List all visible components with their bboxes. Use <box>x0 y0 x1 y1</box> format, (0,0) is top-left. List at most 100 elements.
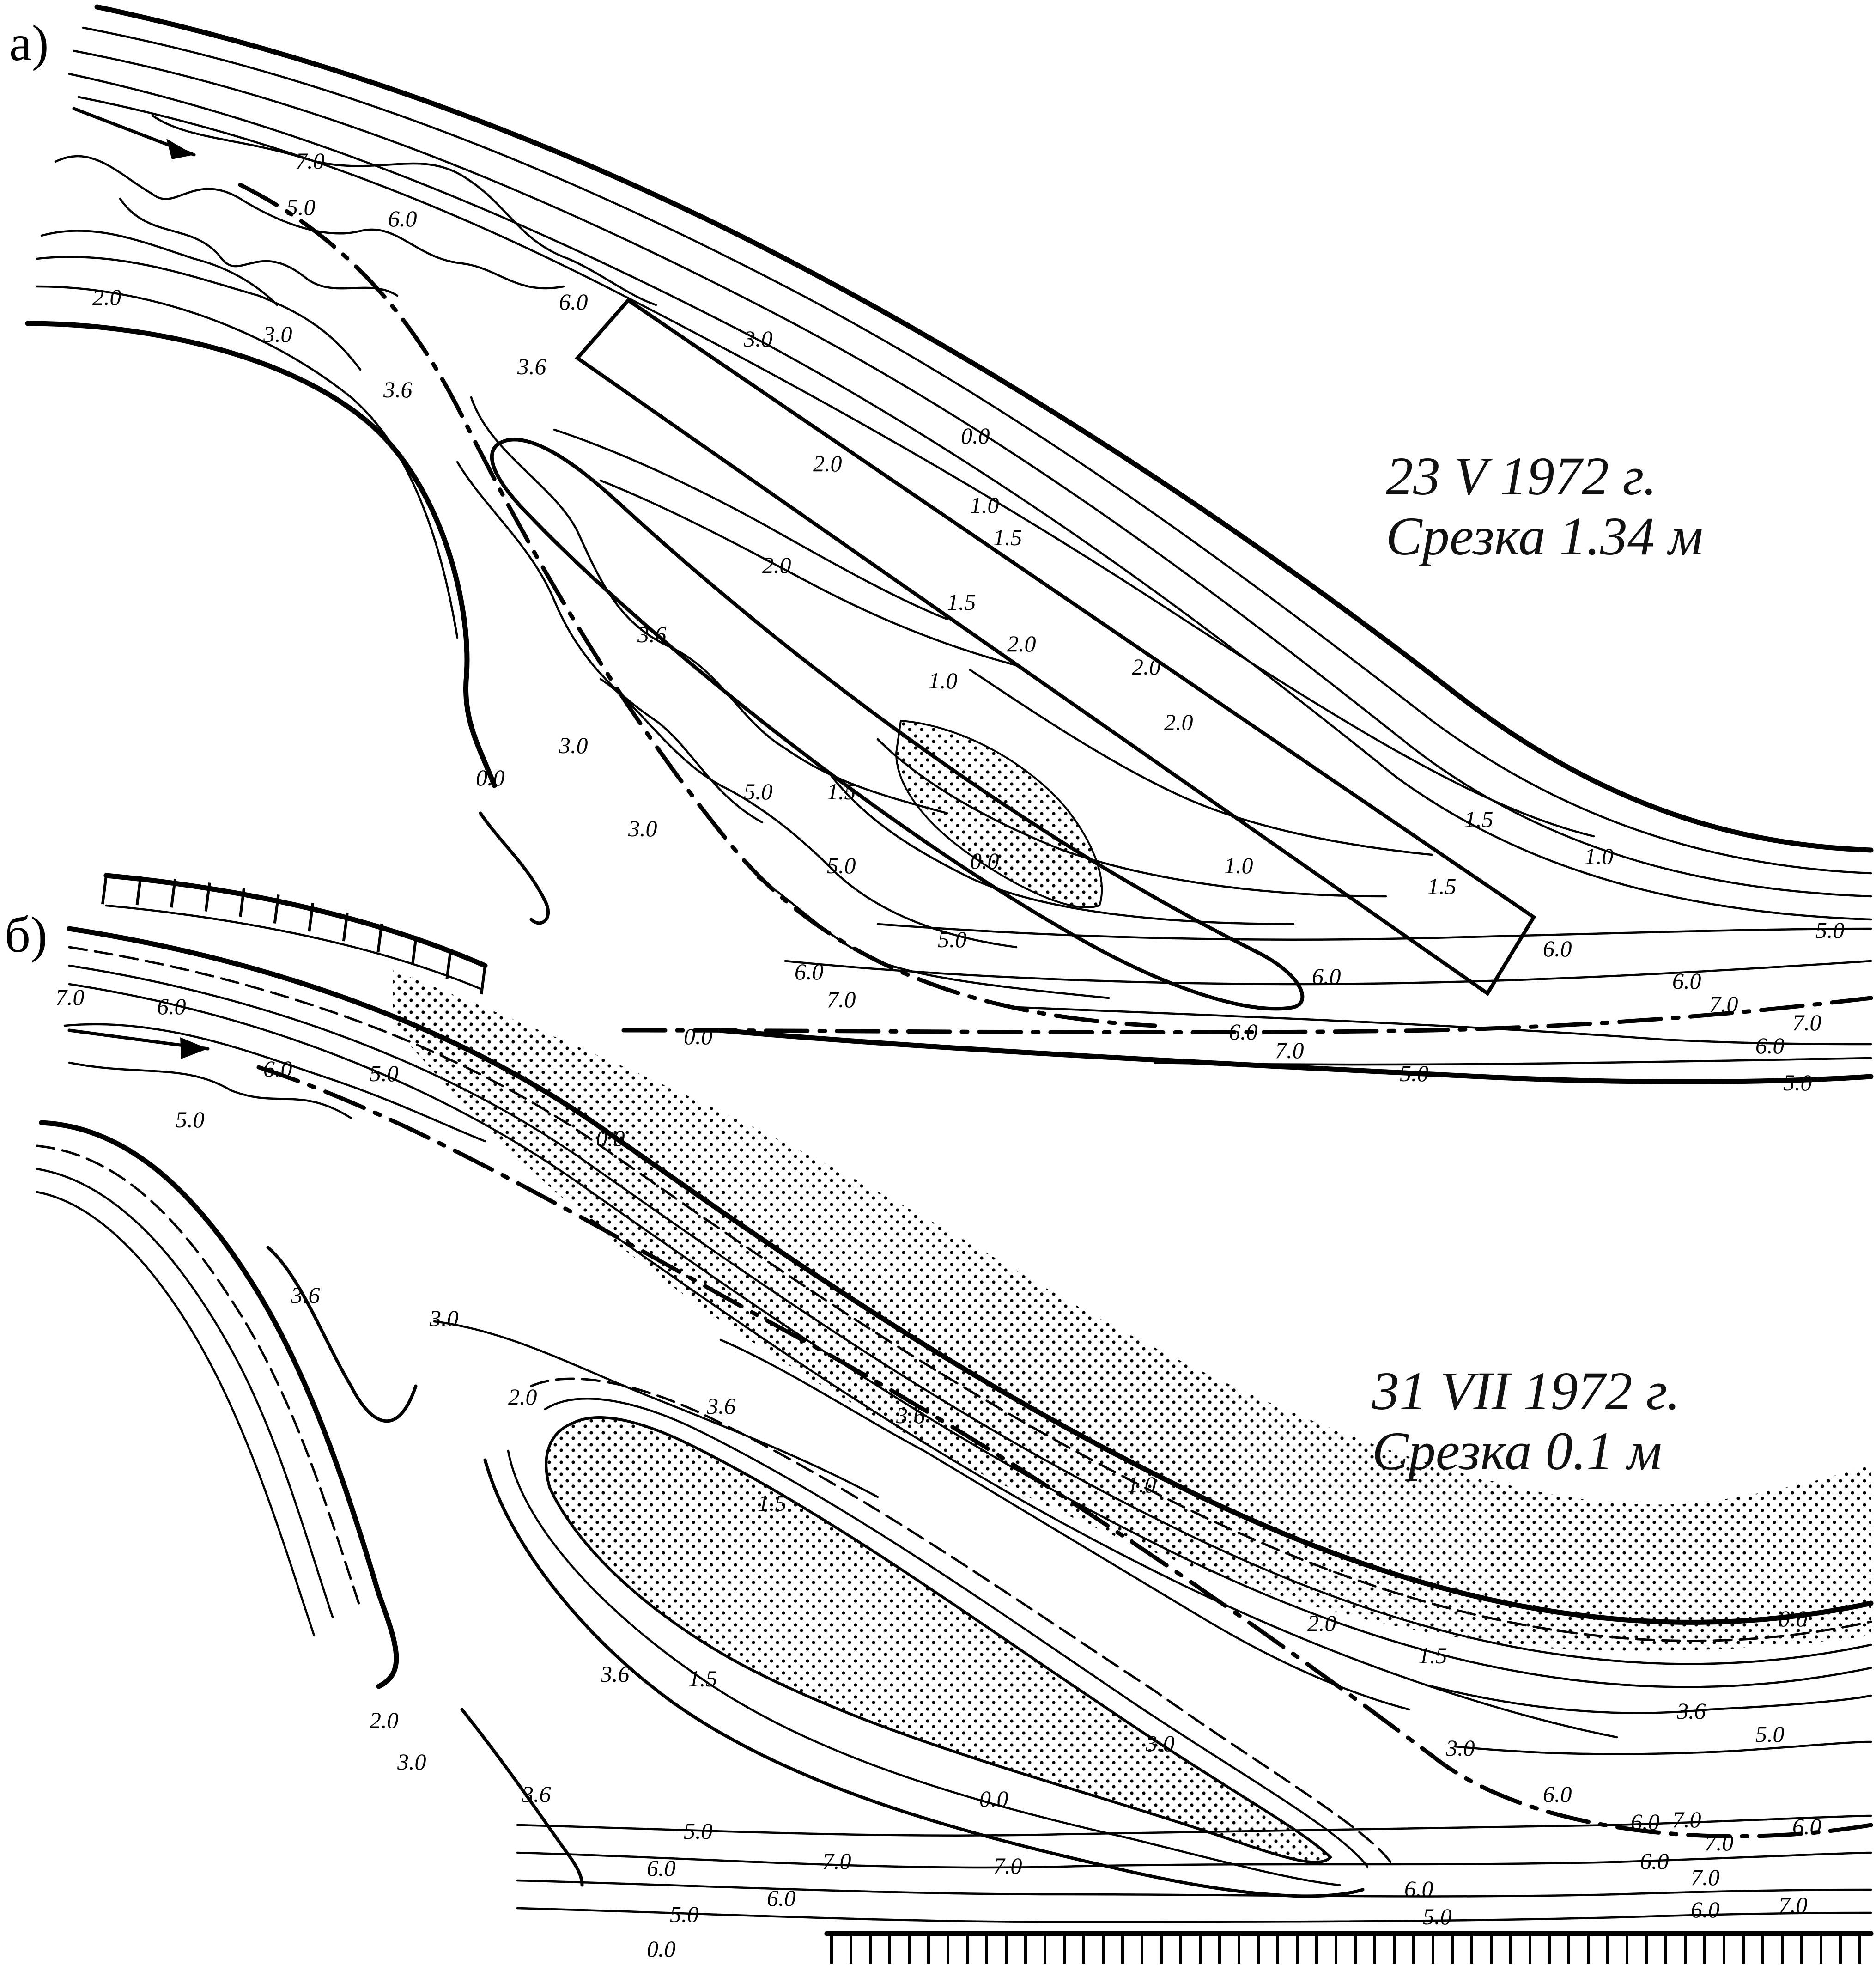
depth-label: 2.0 <box>813 450 842 476</box>
panel-a-contour <box>36 285 459 639</box>
revetment-tick <box>376 923 383 953</box>
panel-a: а) 23 V 1972 г. Срезка 1.34 м <box>9 4 1874 1095</box>
panel-b-contour <box>507 1449 1341 1886</box>
revetment-tick <box>273 894 280 924</box>
depth-label: 3.6 <box>600 1661 630 1687</box>
panel-b-left-bank <box>39 1120 399 1689</box>
depth-label: 5.0 <box>670 1901 699 1927</box>
depth-label: 1.5 <box>1427 873 1457 899</box>
revetment-tick <box>135 876 142 906</box>
depth-label: 3.0 <box>1145 1730 1175 1756</box>
panel-a-contour <box>54 155 565 290</box>
revetment-tick <box>480 965 486 995</box>
panel-b-contour-dashed <box>68 946 1872 1642</box>
depth-label: 1.5 <box>1464 806 1494 832</box>
depth-label: 3.6 <box>896 1402 925 1428</box>
panel-b-contour <box>1431 1685 1872 1714</box>
depth-label: 6.0 <box>263 1056 292 1082</box>
depth-label: 6.0 <box>1672 968 1701 994</box>
depth-label: 7.0 <box>1709 991 1738 1017</box>
panel-b-contour <box>68 964 1872 1665</box>
depth-label: 1.5 <box>1418 1643 1447 1668</box>
panel-a-crosshatched-structure <box>490 438 1305 1011</box>
depth-label: 5.0 <box>1815 917 1845 943</box>
panel-b-contour <box>590 1218 1618 1739</box>
panel-b-channel-axis <box>256 1065 1873 1839</box>
depth-label: 6.0 <box>388 206 417 231</box>
depth-label: 1.5 <box>827 779 856 804</box>
depth-label: 6.0 <box>1543 1781 1572 1807</box>
depth-label: 2.0 <box>1007 631 1036 657</box>
panel-a-channel-axis <box>238 183 1157 1028</box>
panel-a-contour <box>36 256 362 371</box>
depth-label: 3.0 <box>628 815 657 841</box>
depth-label: 0.0 <box>1779 1606 1808 1631</box>
depth-label: 6.0 <box>157 993 186 1019</box>
depth-label: 5.0 <box>286 194 316 220</box>
panel-a-contour <box>876 923 1872 941</box>
depth-label: 0.0 <box>647 1936 676 1962</box>
panel-b-flow-arrowhead <box>180 1037 208 1059</box>
depth-label: 1.0 <box>1224 852 1253 878</box>
depth-label: 5.0 <box>1400 1060 1429 1086</box>
depth-label: 5.0 <box>370 1060 399 1086</box>
depth-label: 7.0 <box>1705 1830 1734 1855</box>
panel-a-hatched-structure <box>575 298 1536 996</box>
depth-label: 3.6 <box>517 353 546 379</box>
panel-a-contour <box>599 678 1018 949</box>
panel-b-right-bank <box>67 926 1874 1625</box>
panel-b-contour <box>516 1907 1872 1923</box>
depth-label: 0.0 <box>476 765 505 791</box>
panel-a-contour <box>119 197 399 297</box>
depth-label: 3.6 <box>1676 1698 1706 1724</box>
depth-label: 3.0 <box>559 732 588 758</box>
panel-b-contour <box>68 983 1872 1688</box>
panel-a-contour <box>969 669 1433 856</box>
panel-a-contour-0 <box>479 811 550 925</box>
depth-label: 2.0 <box>762 552 791 578</box>
depth-label: 0.0 <box>684 1023 713 1049</box>
panel-b-contour <box>433 1320 879 1498</box>
depth-label: 2.0 <box>1132 654 1161 680</box>
depth-label: 5.0 <box>1423 1904 1452 1929</box>
depth-label: 3.6 <box>383 377 413 402</box>
depth-label: 5.0 <box>684 1818 713 1844</box>
revetment-tick <box>342 912 349 942</box>
panel-a-contour <box>82 26 1872 875</box>
depth-label: 3.6 <box>522 1781 551 1807</box>
depth-label: 7.0 <box>1672 1807 1701 1832</box>
depth-label: 1.0 <box>1585 843 1614 869</box>
depth-label: 6.0 <box>1543 936 1572 961</box>
panel-b-contour-36 <box>266 1246 418 1423</box>
depth-label: 3.0 <box>263 321 292 347</box>
depth-label: 5.0 <box>938 926 967 952</box>
depth-label: 6.0 <box>1404 1876 1433 1902</box>
depth-label: 5.0 <box>827 852 856 878</box>
depth-label: 3.6 <box>637 621 667 647</box>
panel-a-contour <box>553 428 948 621</box>
depth-label: 1.0 <box>1127 1472 1156 1497</box>
panel-a-contour <box>1015 1006 1872 1046</box>
depth-label: 5.0 <box>744 779 773 804</box>
revetment-tick <box>101 875 108 905</box>
depth-label: 6.0 <box>1312 963 1341 989</box>
depth-label: 3.0 <box>429 1305 459 1331</box>
depth-label: 1.5 <box>993 524 1022 550</box>
revetment-tick <box>239 888 246 917</box>
panel-b-contour <box>516 1879 1872 1898</box>
depth-label: 7.0 <box>55 984 85 1010</box>
panel-b-caption-date: 31 VII 1972 г. <box>1372 1361 1680 1421</box>
depth-label: 3.0 <box>1445 1735 1475 1761</box>
depth-label: 6.0 <box>1640 1848 1669 1874</box>
depth-label: 0.0 <box>596 1125 625 1151</box>
panel-b-depth-labels: 7.0 6.0 6.0 5.0 5.0 0.0 3.6 3.0 2.0 3.6 … <box>55 984 1821 1962</box>
depth-label: 7.0 <box>993 1853 1022 1879</box>
panel-a-contour <box>784 960 1872 986</box>
panel-a-caption-date: 23 V 1972 г. <box>1386 446 1657 506</box>
panel-b-contour <box>516 1851 1872 1869</box>
panel-a-sandbar <box>895 719 1103 908</box>
panel-a-contour <box>40 230 279 306</box>
depth-label: 1.5 <box>758 1490 787 1516</box>
panel-b-contour <box>36 1168 334 1618</box>
depth-label: 6.0 <box>559 289 588 315</box>
